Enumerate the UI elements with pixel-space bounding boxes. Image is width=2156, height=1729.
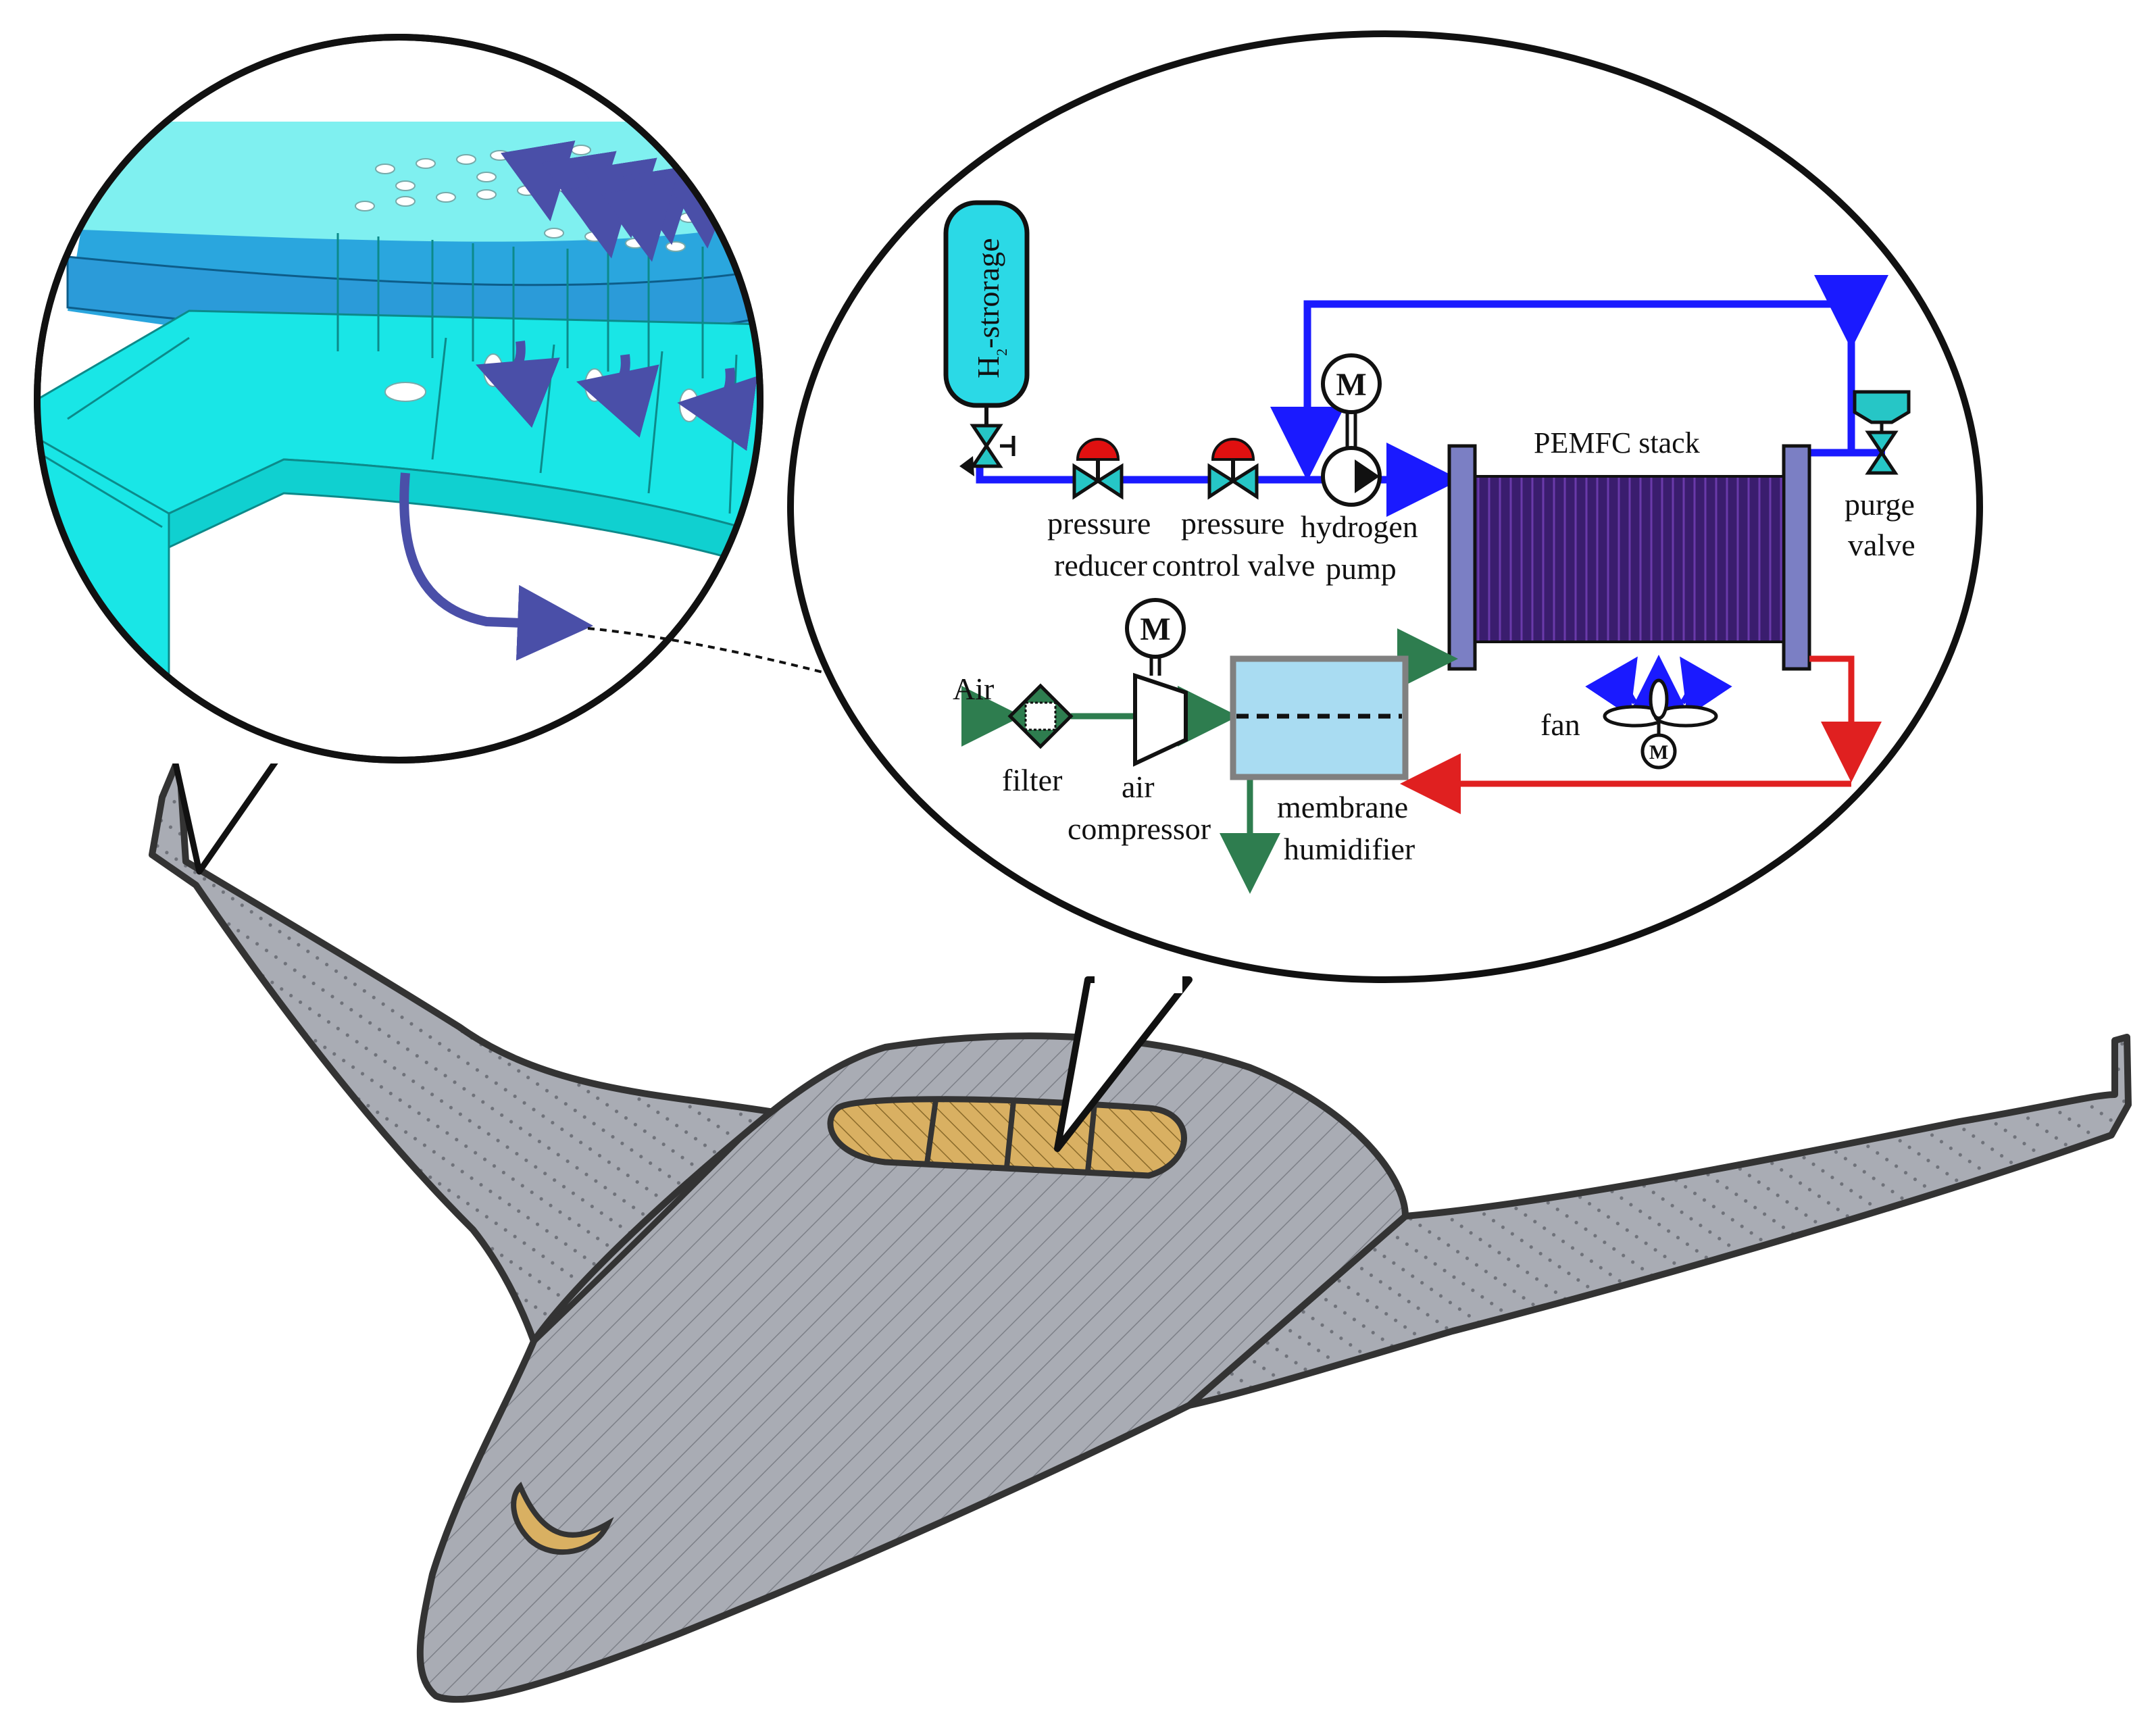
exhaust-flow-arrow bbox=[399, 472, 593, 661]
filter-label: filter bbox=[1002, 763, 1062, 797]
pemfc-schematic: H2-strorage pressure reducer bbox=[943, 200, 1915, 894]
air-label: Air bbox=[953, 672, 994, 706]
fan-motor-label: M bbox=[1649, 741, 1668, 763]
pemfc-stack: PEMFC stack bbox=[1447, 426, 1811, 671]
tank-valve bbox=[959, 405, 1016, 476]
exhaust-line bbox=[1400, 655, 1882, 814]
hydrogen-pump: M hydrogen pump bbox=[1301, 353, 1418, 586]
purge-valve: purge valve bbox=[1845, 390, 1915, 562]
pressure-reducer-label-2: reducer bbox=[1054, 548, 1147, 582]
cooling-detail-bubble bbox=[34, 34, 763, 875]
compressor-label-1: air bbox=[1122, 770, 1155, 804]
air-filter: filter bbox=[1002, 683, 1074, 797]
purge-valve-label-2: valve bbox=[1848, 528, 1915, 562]
right-wing bbox=[1186, 1034, 2132, 1409]
pemfc-system-bubble bbox=[787, 30, 1983, 1152]
membrane-humidifier: membrane humidifier bbox=[1230, 655, 1415, 866]
pressure-reducer: pressure reducer bbox=[1047, 438, 1151, 582]
humidifier-label-2: humidifier bbox=[1284, 832, 1415, 866]
pump-motor-label: M bbox=[1336, 367, 1366, 403]
hydrogen-pump-label-2: pump bbox=[1326, 551, 1397, 586]
h2-storage-tank: H2-strorage bbox=[943, 200, 1030, 408]
cockpit-window bbox=[511, 1481, 614, 1555]
fuel-cell-bay bbox=[827, 1096, 1187, 1179]
pressure-control-label-2: control valve bbox=[1152, 548, 1315, 582]
fuselage bbox=[416, 1032, 1409, 1703]
pressure-control-valve: pressure control valve bbox=[1152, 438, 1315, 582]
svg-text:H2-strorage: H2-strorage bbox=[971, 238, 1010, 378]
hydrogen-pump-label-1: hydrogen bbox=[1301, 509, 1418, 544]
cooling-fan: M fan bbox=[1540, 655, 1732, 770]
purge-valve-label-1: purge bbox=[1845, 487, 1915, 522]
compressor-motor-label: M bbox=[1140, 611, 1170, 647]
h2-storage-sub: 2 bbox=[993, 349, 1010, 356]
pressure-control-label-1: pressure bbox=[1181, 506, 1284, 541]
h2-storage-suffix: -strorage bbox=[971, 238, 1005, 348]
air-line bbox=[961, 628, 1458, 894]
pressure-reducer-label-1: pressure bbox=[1047, 506, 1151, 541]
compressor-label-2: compressor bbox=[1068, 811, 1211, 846]
pemfc-stack-label: PEMFC stack bbox=[1534, 426, 1700, 459]
fan-label: fan bbox=[1540, 707, 1580, 742]
air-compressor: M air compressor bbox=[1068, 598, 1211, 846]
aircraft bbox=[149, 753, 2132, 1703]
humidifier-label-1: membrane bbox=[1277, 790, 1408, 824]
h2-storage-prefix: H bbox=[971, 356, 1005, 378]
hydrogen-line bbox=[976, 275, 1888, 517]
